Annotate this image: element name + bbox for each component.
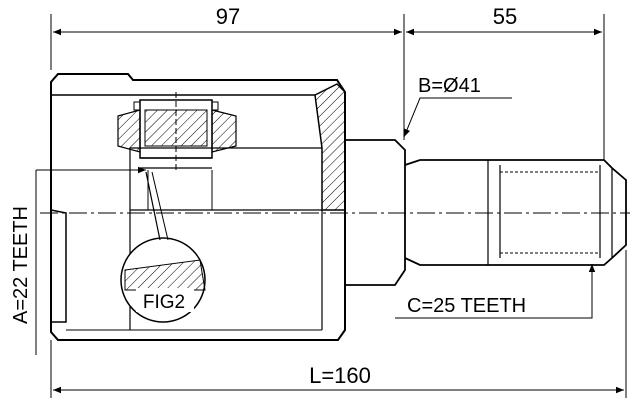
dim-97-label: 97 — [216, 4, 240, 29]
tripod-assembly — [117, 92, 237, 210]
label-a-callout: A=22 TEETH — [10, 166, 146, 355]
label-fig2: FIG2 — [143, 292, 185, 313]
dim-l-label: L=160 — [309, 363, 371, 388]
label-a: A=22 TEETH — [10, 206, 32, 324]
top-dimension: 97 55 — [50, 4, 605, 160]
dim-55-label: 55 — [493, 4, 517, 29]
bottom-dimension: L=160 — [50, 250, 627, 398]
label-c-callout: C=25 TEETH — [395, 264, 596, 319]
fig2-detail: FIG2 — [120, 171, 206, 323]
label-c: C=25 TEETH — [407, 295, 526, 317]
label-b: B=Ø41 — [418, 75, 481, 97]
output-shaft — [345, 139, 627, 286]
label-b-callout: B=Ø41 — [403, 75, 512, 138]
housing — [40, 73, 630, 341]
